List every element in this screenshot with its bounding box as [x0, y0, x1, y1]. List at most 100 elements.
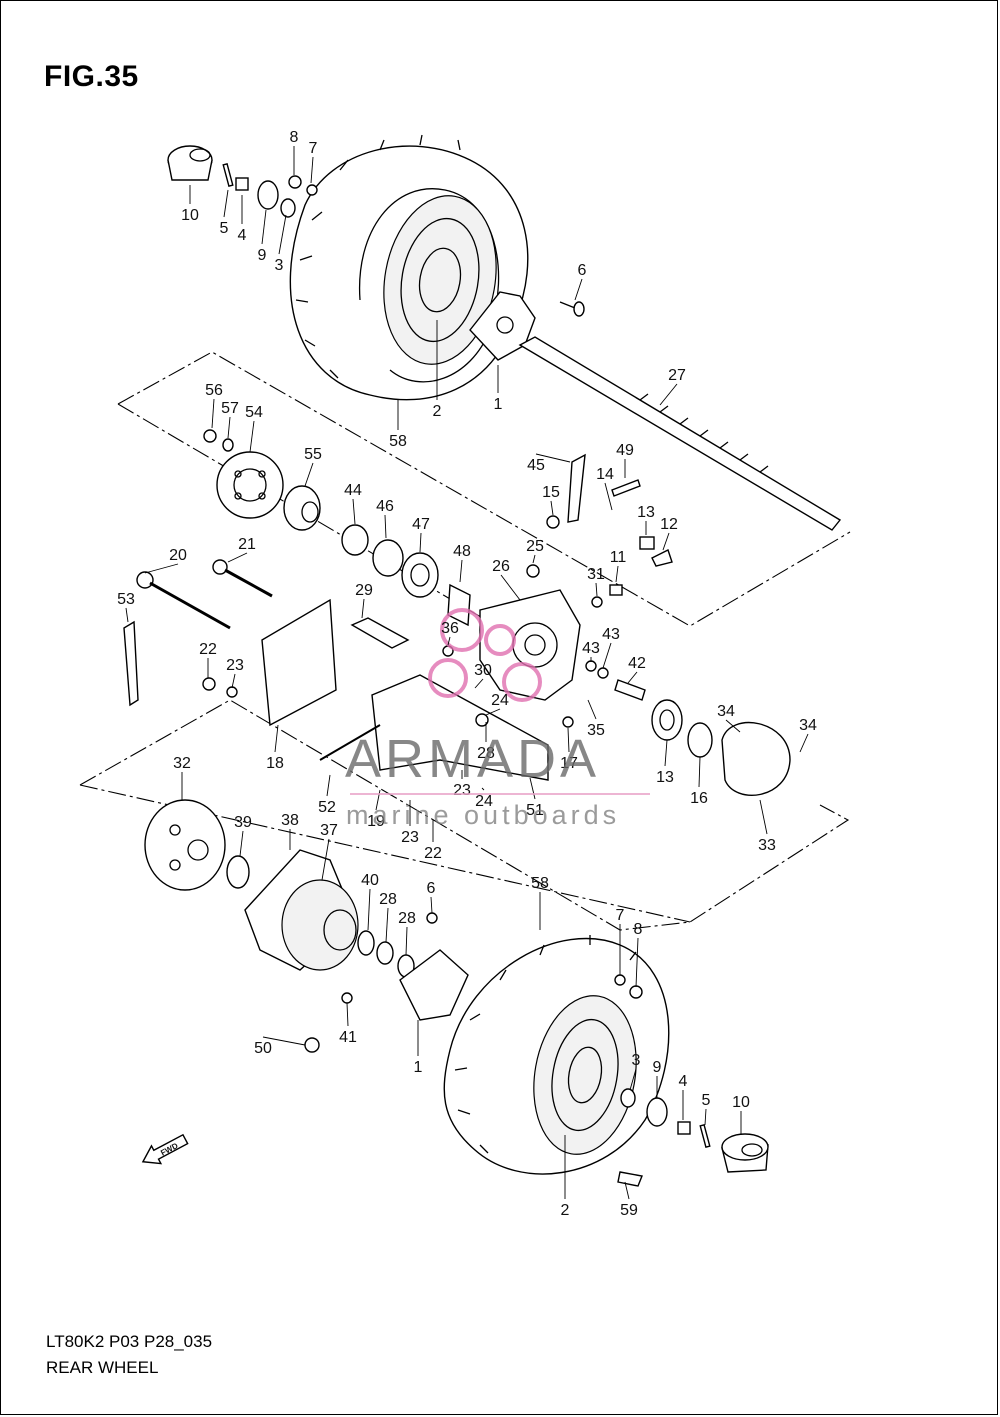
callout-plate-51: 51: [526, 802, 544, 819]
callout-clamp-53: 53: [117, 591, 135, 608]
leader-valve-59: [624, 1181, 630, 1200]
diagram-caption: REAR WHEEL: [46, 1358, 159, 1377]
axle-case-drawing: [479, 589, 581, 701]
cotter-pin-right-drawing: [699, 1123, 711, 1149]
leader-washer-28-a: [385, 907, 389, 943]
callout-bolt-21: 21: [238, 536, 256, 553]
washer-7-drawing: [306, 184, 318, 196]
bearing-13-right-drawing: [651, 699, 683, 741]
leader-seal-39: [239, 830, 244, 857]
callout-bolt-25: 25: [526, 538, 544, 555]
leader-bolt-30: [474, 678, 484, 689]
collar-26-drawing: [609, 584, 623, 596]
spacer-45-drawing: [639, 536, 655, 550]
leader-cam-42: [627, 671, 638, 684]
leader-bolt-6-top: [574, 278, 583, 301]
callout-bolt-50: 50: [254, 1040, 272, 1057]
tire-top-drawing: [289, 134, 529, 401]
washer-23-drawing: [226, 686, 238, 698]
callout-nut-31: 31: [587, 566, 605, 583]
callout-bearing-13: 13: [637, 504, 655, 521]
leader-rear-axle: [659, 383, 678, 406]
callout-brake-arm: 44: [344, 482, 362, 499]
leader-bolt-50: [262, 1036, 306, 1046]
callout-washer-7-top: 7: [309, 140, 318, 157]
callout-seal-40: 40: [361, 872, 379, 889]
leader-washer-43-b: [602, 642, 612, 669]
callout-spring-34-a: 34: [717, 703, 735, 720]
leader-sprocket-hub: [304, 462, 314, 487]
callout-bolt-22-top: 22: [199, 641, 217, 658]
callout-brake-shoe-33: 33: [758, 837, 776, 854]
washer-28-drawing: [376, 941, 394, 965]
guard-29-drawing: [350, 617, 410, 649]
cable-52-drawing: [319, 724, 381, 761]
callout-long-bolt-20: 20: [169, 547, 187, 564]
callout-bracket-18: 18: [266, 755, 284, 772]
callout-castle-nut-right: 4: [679, 1073, 688, 1090]
leader-nut-24-top: [485, 708, 501, 716]
bearing-13-drawing: [401, 552, 439, 598]
callout-seal-14: 14: [596, 466, 614, 483]
leader-case-11: [615, 565, 619, 583]
callout-washer-3-top: 3: [275, 257, 284, 274]
leader-clip-48: [459, 559, 463, 583]
leader-bolt-35: [587, 699, 597, 720]
callout-bracket-19: 19: [367, 813, 385, 830]
callout-rim-low: 2: [561, 1202, 570, 1219]
seal-40-drawing: [357, 930, 375, 956]
clamp-53-drawing: [123, 620, 139, 707]
nut-31-drawing: [526, 564, 540, 578]
callout-spring-34-b: 34: [799, 717, 817, 734]
callout-washer-9-low: 9: [653, 1059, 662, 1076]
callout-drum-cover-32: 32: [173, 755, 191, 772]
leader-sprocket: [249, 420, 255, 453]
callout-bracket-49: 49: [616, 442, 634, 459]
leader-long-bolt-20: [144, 563, 179, 574]
watermark-logo-icon: [428, 608, 542, 702]
bracket-49-drawing: [651, 549, 673, 567]
callout-cap-left: 10: [181, 207, 199, 224]
sprocket-hub-drawing: [283, 485, 321, 531]
cotter-pin-drawing: [222, 162, 234, 188]
leader-cotter-pin-left: [223, 189, 229, 218]
callout-nut-8-top: 8: [290, 129, 299, 146]
bolt-25-drawing: [591, 596, 603, 608]
castle-nut-right-drawing: [677, 1121, 691, 1135]
bolt-21-drawing: [212, 559, 273, 598]
leader-washer-23-top: [231, 673, 236, 689]
valve-59-drawing: [617, 1171, 643, 1187]
callout-washer-57: 57: [221, 400, 239, 417]
leader-clamp-53: [125, 607, 129, 623]
callout-case-11: 11: [610, 549, 627, 566]
callout-hub-top: 1: [494, 396, 503, 413]
nut-24-drawing: [475, 713, 489, 727]
leader-nut-36: [447, 636, 451, 646]
leader-spacer-45: [535, 453, 571, 463]
leader-nut-56: [211, 398, 215, 429]
leader-plate-51: [529, 777, 536, 800]
leader-washer-28-b: [405, 926, 408, 956]
nut-8-drawing: [288, 175, 302, 189]
callout-seal-15: 15: [542, 484, 560, 501]
callout-washer-28-b: 28: [398, 910, 416, 927]
seal-16-drawing: [687, 722, 713, 758]
callout-nut-8-low: 8: [634, 921, 643, 938]
washer-9-drawing: [257, 180, 279, 210]
callout-spacer-45: 45: [527, 457, 545, 474]
leader-seal-16: [698, 756, 701, 788]
watermark-sub: marine outboards: [346, 800, 621, 830]
callout-cotter-pin-right: 5: [702, 1092, 711, 1109]
callout-valve-59: 59: [620, 1202, 638, 1219]
washer-43-drawing: [585, 660, 597, 672]
bolt-17-drawing: [562, 716, 574, 728]
callout-washer-28-mid: 28: [477, 745, 495, 762]
leader-washer-left: [261, 209, 267, 245]
callout-cap-right: 10: [732, 1094, 750, 1111]
bolt-22-drawing: [202, 677, 216, 691]
leader-washer-57: [227, 416, 231, 439]
leader-collar-26: [500, 574, 521, 601]
callout-washer-43-a: 43: [582, 640, 600, 657]
brake-arm-drawing: [567, 453, 586, 523]
long-bolt-20-drawing: [136, 571, 231, 630]
